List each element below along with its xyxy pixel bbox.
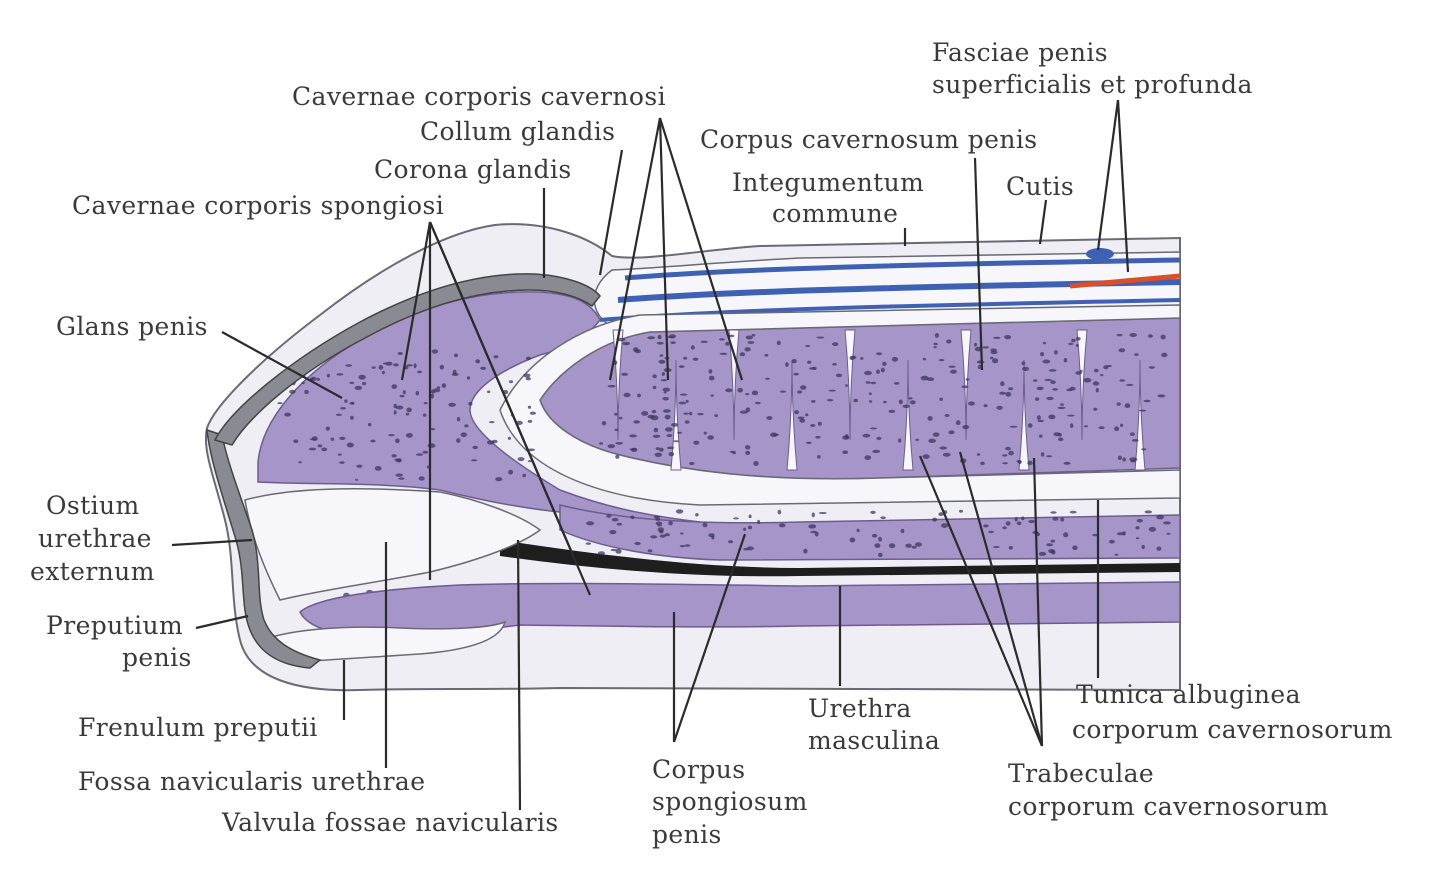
label-spongiosum-line3: penis	[652, 820, 722, 849]
label-spongiosum-line1: Corpus	[652, 755, 745, 784]
label-urethra-line2: masculina	[808, 726, 940, 755]
label-corona-glandis: Corona glandis	[374, 155, 572, 184]
label-cavernae-corporis-spongiosi: Cavernae corporis spongiosi	[72, 191, 444, 220]
label-fasciae-line2: superficialis et profunda	[932, 70, 1253, 99]
label-integumentum-line2: commune	[772, 199, 898, 228]
label-ostium-line1: Ostium	[46, 491, 140, 520]
label-integumentum-line1: Integumentum	[732, 168, 924, 197]
label-fossa-navicularis-urethrae: Fossa navicularis urethrae	[78, 767, 425, 796]
label-preputium-line1: Preputium	[46, 611, 183, 640]
label-tunica-line1: Tunica albuginea	[1076, 680, 1301, 709]
label-cutis: Cutis	[1006, 172, 1074, 201]
label-cavernae-corporis-cavernosi: Cavernae corporis cavernosi	[292, 82, 666, 111]
label-urethra-line1: Urethra	[808, 694, 912, 723]
label-preputium-line2: penis	[122, 643, 192, 672]
label-ostium-line3: externum	[30, 557, 155, 586]
illustration	[206, 224, 1180, 690]
leader-cutis	[1040, 200, 1046, 244]
fascia-vessel-lumen	[1086, 248, 1114, 260]
label-tunica-line2: corporum cavernosorum	[1072, 715, 1393, 744]
label-collum-glandis: Collum glandis	[420, 117, 615, 146]
label-ostium-line2: urethrae	[38, 524, 152, 553]
leader-fasciae-a	[1098, 100, 1118, 250]
label-corpus-cavernosum-penis: Corpus cavernosum penis	[700, 125, 1037, 154]
label-trabeculae-line2: corporum cavernosorum	[1008, 792, 1329, 821]
label-frenulum-preputii: Frenulum preputii	[78, 713, 318, 742]
label-glans-penis: Glans penis	[56, 312, 208, 341]
label-valvula-fossae-navicularis: Valvula fossae navicularis	[221, 808, 559, 837]
label-spongiosum-line2: spongiosum	[652, 787, 808, 816]
label-trabeculae-line1: Trabeculae	[1008, 759, 1154, 788]
label-fasciae-line1: Fasciae penis	[932, 38, 1108, 67]
